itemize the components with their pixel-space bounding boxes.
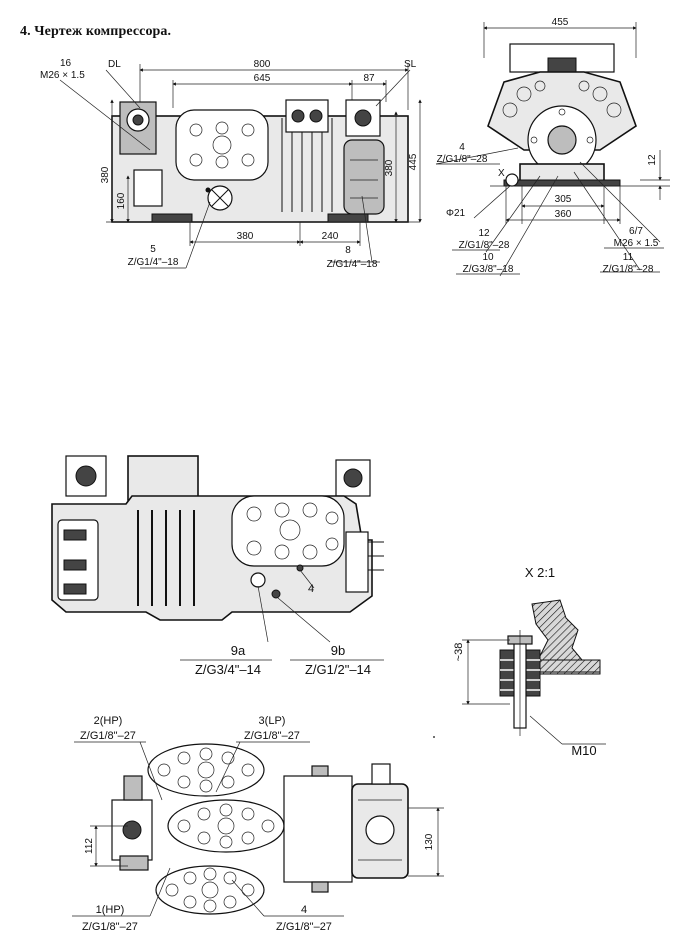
detail-title: X 2:1 (525, 565, 555, 580)
top-dim-right: 130 (424, 833, 435, 850)
side-dim-total-height: 445 (408, 153, 419, 170)
detail-bolt-label: M10 (571, 743, 596, 758)
port16-number: 16 (60, 58, 72, 69)
port3-thread: Z/G1/8"–27 (244, 730, 300, 742)
end-port10-number: 10 (482, 252, 494, 263)
label-dl: DL (108, 59, 121, 70)
port9b-number: 9b (331, 643, 345, 658)
top-dim-left: 112 (84, 838, 95, 854)
port9a-number: 9a (231, 643, 246, 658)
end-port11-thread: Z/G1/8"–28 (603, 264, 654, 275)
side-dim-base-left: 160 (116, 192, 127, 209)
port2-number: 2(HP) (94, 715, 123, 727)
port9a-thread: Z/G3/4"–14 (195, 662, 261, 677)
top-view (72, 741, 444, 917)
end-port4-thread: Z/G1/8"–28 (437, 154, 488, 165)
port8-thread: Z/G1/4"–18 (327, 259, 378, 270)
side-dim-foot-span: 380 (237, 231, 254, 242)
end-port12-number: 12 (478, 228, 490, 239)
end-port67-number: 6/7 (629, 226, 643, 237)
port9b-thread: Z/G1/2"–14 (305, 662, 371, 677)
port5-number: 5 (150, 244, 156, 255)
drawing-heading: 4. Чертеж компрессора. (20, 24, 172, 39)
side-view (59, 64, 422, 269)
port1-number: 1(HP) (96, 904, 125, 916)
end-port10-thread: Z/G3/8"–18 (463, 264, 514, 275)
end-dim-hole: Φ21 (446, 208, 466, 219)
side-dim-height-right: 380 (384, 159, 395, 176)
port3-number: 3(LP) (259, 715, 286, 727)
x-mark: X (498, 168, 505, 179)
label-sl: SL (404, 59, 417, 70)
front-port4-number: 4 (308, 583, 314, 595)
end-port11-number: 11 (623, 252, 634, 263)
side-dim-total-length: 800 (254, 59, 271, 70)
port16-thread: M26 × 1.5 (40, 70, 85, 81)
end-port4-number: 4 (459, 142, 465, 153)
side-dim-small: 87 (363, 73, 375, 84)
stray-dot (433, 736, 435, 738)
end-dim-base-height: 12 (647, 154, 658, 166)
front-view (51, 455, 384, 661)
end-dim-width: 455 (552, 17, 569, 28)
port8-number: 8 (345, 245, 351, 256)
end-port12-thread: Z/G1/8"–28 (459, 240, 510, 251)
detail-view (462, 599, 606, 745)
end-dim-bolt-outer: 360 (555, 209, 572, 220)
side-dim-foot-right: 240 (322, 231, 339, 242)
port5-thread: Z/G1/4"–18 (128, 257, 179, 268)
port1-thread: Z/G1/8"–27 (82, 921, 138, 933)
top-port4-number: 4 (301, 904, 307, 916)
port2-thread: Z/G1/8"–27 (80, 730, 136, 742)
detail-dim-height: ~38 (453, 643, 465, 662)
end-port67-thread: M26 × 1.5 (614, 238, 659, 249)
end-view (435, 22, 670, 277)
end-dim-bolt-inner: 305 (555, 194, 572, 205)
side-dim-inner-length: 645 (254, 73, 271, 84)
top-port4-thread: Z/G1/8"–27 (276, 921, 332, 933)
side-dim-height-left: 380 (100, 166, 111, 183)
